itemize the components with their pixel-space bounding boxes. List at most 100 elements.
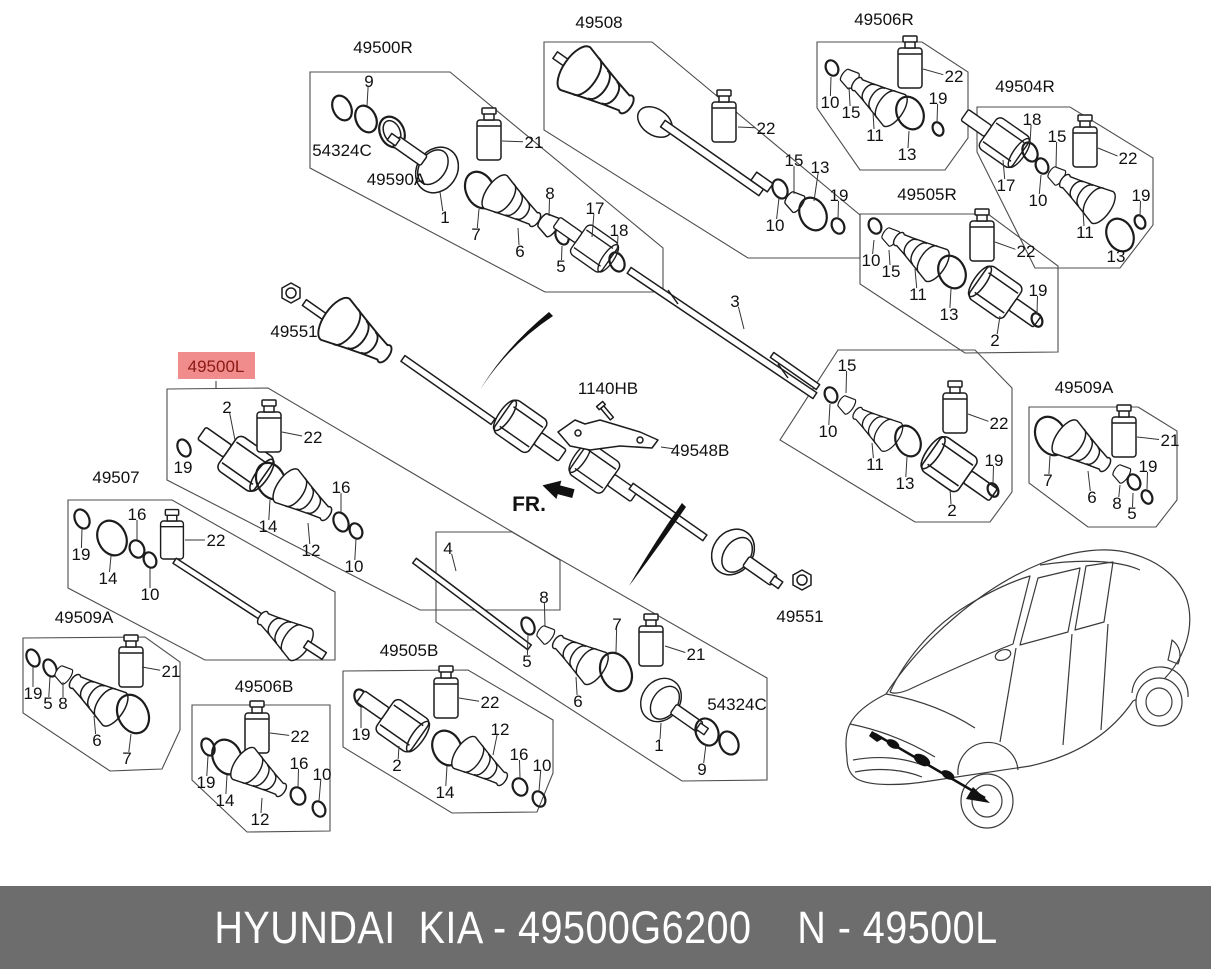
callout-13: 13 [896, 474, 915, 493]
callout-19: 19 [72, 545, 91, 564]
leader-line [664, 645, 686, 653]
diagram-shape [311, 800, 327, 818]
callout-10: 10 [766, 216, 785, 235]
leader-line [776, 197, 780, 220]
leader-line [492, 734, 498, 756]
callout-6: 6 [1087, 488, 1096, 507]
parts-main-box [411, 557, 740, 756]
diagram-shape [256, 399, 282, 453]
parts-49504R [953, 98, 1147, 253]
leader-line [1029, 124, 1032, 144]
diagram-shape [769, 351, 821, 391]
callout-2: 2 [222, 398, 231, 417]
leader-line [517, 227, 520, 246]
leader-line [281, 431, 303, 437]
callout-18: 18 [1023, 110, 1042, 129]
diagram-shape [1133, 214, 1147, 230]
leader-line [992, 465, 994, 484]
callout-21: 21 [687, 645, 706, 664]
leader-line [703, 743, 707, 764]
diagram-shape [845, 549, 1191, 786]
leader-line [1038, 174, 1042, 195]
leader-line [354, 538, 357, 561]
callout-19: 19 [352, 725, 371, 744]
callout-19: 19 [1139, 457, 1158, 476]
callout-7: 7 [612, 615, 621, 634]
parts-shaft-3 [626, 266, 818, 400]
diagram-shape [986, 482, 1000, 498]
diagram-shape [331, 94, 353, 122]
callout-11: 11 [1076, 223, 1094, 242]
part-label-49548B: 49548B [671, 441, 730, 460]
part-label-49590A: 49590A [367, 170, 426, 189]
leader-line [561, 245, 563, 261]
callout-15: 15 [1048, 127, 1067, 146]
callout-22: 22 [1119, 149, 1138, 168]
callout-11: 11 [866, 455, 884, 474]
group-box-49509A-right [1028, 406, 1178, 528]
callout-19: 19 [830, 186, 849, 205]
diagram-shape [248, 599, 319, 666]
callout-6: 6 [515, 242, 524, 261]
diagram-shape [1126, 473, 1142, 491]
leader-line [949, 288, 952, 309]
diagram-shape [636, 106, 674, 138]
callout-15: 15 [838, 356, 857, 375]
diagram-shape [915, 431, 1007, 513]
leader-line [476, 208, 480, 229]
diagram-shape [798, 196, 828, 232]
leader-line [48, 676, 51, 698]
diagram-shape [897, 35, 923, 89]
callout-19: 19 [197, 773, 216, 792]
diagram-shape [895, 95, 925, 131]
diagram-shape [176, 438, 192, 458]
tail-lamp [1167, 639, 1181, 665]
leader-line [949, 488, 952, 505]
diagram-shape [411, 557, 533, 651]
diagram-shape [267, 463, 342, 534]
leader-line [1146, 471, 1148, 490]
parts-49508 [545, 39, 846, 277]
callout-6: 6 [92, 731, 101, 750]
leader-line [872, 111, 875, 130]
leader-line [967, 413, 989, 422]
diagram-shape [937, 254, 967, 290]
diagram-shape [667, 289, 789, 379]
leader-line [297, 768, 299, 788]
fr-direction-arrow [542, 480, 575, 499]
diagram-shape [867, 217, 883, 235]
callout-7: 7 [122, 749, 131, 768]
diagram-shape [563, 438, 646, 513]
diagram-shape [659, 119, 765, 197]
callout-19: 19 [929, 89, 948, 108]
diagram-shape [400, 354, 496, 426]
callout-5: 5 [43, 694, 52, 713]
callout-10: 10 [819, 422, 838, 441]
diagram-shape [599, 405, 615, 421]
leader-line [307, 522, 311, 545]
callout-18: 18 [610, 221, 629, 240]
callout-22: 22 [481, 693, 500, 712]
diagram-shape [849, 693, 976, 758]
parts-49507 [73, 508, 328, 666]
parts-49506R [824, 35, 945, 137]
callout-21: 21 [1161, 431, 1180, 450]
diagram-shape [886, 739, 900, 749]
leader-line [1136, 436, 1160, 440]
diagram-shape [1021, 141, 1039, 163]
group-label-49507: 49507 [92, 468, 139, 487]
diagram-shape [348, 522, 364, 540]
callout-19: 19 [985, 451, 1004, 470]
diagram-shape [771, 178, 789, 200]
diagram-shape [889, 575, 1031, 694]
diagram-shape [476, 107, 502, 161]
leader-line [848, 86, 851, 107]
leader-line [1118, 484, 1121, 498]
bracket-49548B [557, 419, 659, 451]
group-label-49509A: 49509A [1055, 378, 1114, 397]
callout-19: 19 [24, 684, 43, 703]
callout-5: 5 [1127, 504, 1136, 523]
callout-19: 19 [174, 458, 193, 477]
diagram-shape [824, 59, 840, 77]
